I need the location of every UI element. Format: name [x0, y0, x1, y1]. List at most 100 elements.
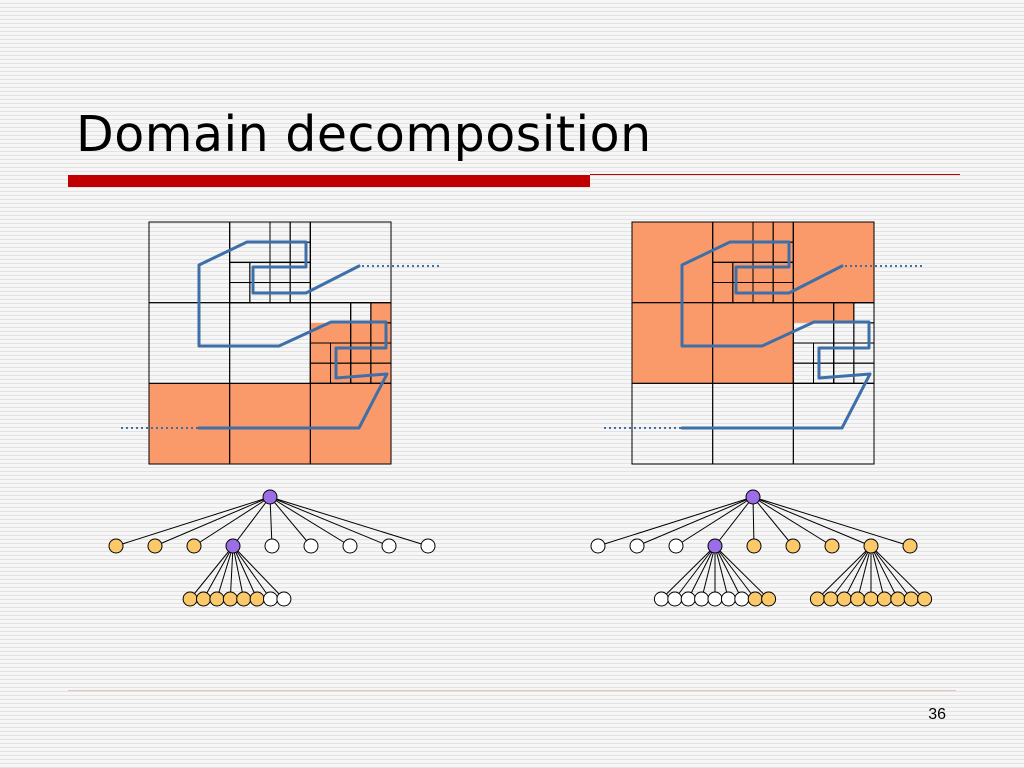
mesh-subcell [853, 342, 875, 364]
tree-edge [714, 545, 769, 600]
mesh-subcell [833, 342, 855, 364]
tree-edge [830, 545, 872, 600]
tree-edge [232, 545, 245, 600]
slide-title: Domain decomposition [76, 106, 652, 163]
mesh-subcell [229, 261, 251, 284]
mesh-subcell [813, 362, 835, 384]
tree-root-node [745, 489, 761, 505]
tree-edge [752, 496, 872, 547]
tree-edge [269, 496, 429, 547]
tree-leaf-node [707, 591, 723, 607]
tree-leaf-node [196, 591, 211, 607]
tree-leaf-node [917, 591, 933, 607]
tree-edge [752, 496, 755, 547]
tree-edge [232, 545, 271, 600]
tree-node [303, 538, 319, 554]
tree-root-node [262, 489, 278, 505]
mesh-subcell [269, 261, 291, 284]
tree-edge [843, 545, 872, 600]
tree-edge [674, 545, 716, 600]
tree-node [785, 538, 801, 554]
tree-node [824, 538, 840, 554]
tree-edge [714, 545, 743, 600]
tree-leaf-node [182, 591, 198, 607]
tree-edge [154, 496, 271, 547]
mesh-subcell [833, 322, 855, 344]
mesh-subcell [813, 342, 835, 364]
tree-edge [752, 496, 911, 547]
tree-edge [232, 545, 258, 600]
tree-edge [269, 496, 312, 547]
mesh-cell [792, 382, 875, 465]
tree-leaf-node [680, 591, 696, 607]
mesh-subcell [853, 322, 875, 344]
mesh-subcell [350, 302, 372, 324]
tree-edge [229, 545, 234, 600]
tree-edge [870, 545, 925, 600]
footer-rule [68, 690, 956, 691]
tree-edge [817, 545, 872, 600]
tree-edge [216, 545, 234, 600]
title-underline-thick [68, 175, 590, 187]
tree-edge [701, 545, 716, 600]
tree-edge [687, 545, 716, 600]
tree-leaf-node [236, 591, 252, 607]
tree-edge [269, 496, 390, 547]
tree-edge [232, 545, 285, 600]
tree-leaf-node [276, 591, 292, 607]
tree-node [381, 538, 397, 554]
mesh-subcell [792, 342, 815, 364]
tree-leaf-node [720, 591, 736, 607]
mesh-subcell [792, 362, 815, 384]
tree-edge [269, 496, 351, 547]
right-decomposition [590, 221, 933, 607]
tree-node [863, 538, 879, 554]
tree-node [668, 538, 684, 554]
tree-leaf-node [747, 591, 763, 607]
tree-leaf-node [890, 591, 906, 607]
mesh-subcell [229, 282, 251, 304]
tree-node [629, 538, 645, 554]
tree-edge [714, 545, 729, 600]
page-number: 36 [928, 706, 946, 723]
space-filling-curve [197, 240, 389, 430]
tree-node [420, 538, 436, 554]
tree-edge [597, 496, 754, 547]
tree-node [264, 538, 280, 554]
tree-leaf-node [850, 591, 866, 607]
tree-edge [752, 496, 794, 547]
tree-leaf-node [823, 591, 839, 607]
tree-node [186, 538, 202, 554]
mesh-subcell [853, 302, 875, 324]
tree-node [342, 538, 358, 554]
tree-leaf-node [809, 591, 825, 607]
title-underline-thin [590, 174, 960, 175]
tree-node [147, 538, 163, 554]
tree-node [590, 538, 606, 554]
tree-leaf-node [903, 591, 919, 607]
mesh-cell [148, 221, 231, 304]
mesh-subcell [833, 362, 855, 384]
space-filling-curve [680, 240, 872, 430]
tree-internal-node [225, 538, 241, 554]
tree-edge [870, 545, 899, 600]
mesh-subcell [289, 221, 311, 243]
tree-leaf-node [222, 591, 238, 607]
tree-edge [203, 545, 234, 600]
tree-leaf-node [263, 591, 278, 607]
tree-leaf-node [863, 591, 879, 607]
mesh-cell [309, 221, 392, 304]
tree-edge [232, 496, 271, 547]
tree-leaf-node [836, 591, 852, 607]
tree-edge [870, 545, 912, 600]
mesh-subcell [269, 221, 291, 243]
mesh-cell [712, 382, 794, 465]
mesh-subcell [269, 241, 291, 263]
tree-internal-node [707, 538, 723, 554]
tree-node [108, 538, 124, 554]
tree-edge [752, 496, 833, 547]
tree-leaf-node [694, 591, 710, 607]
tree-edge [189, 545, 234, 600]
tree-edge [857, 545, 872, 600]
